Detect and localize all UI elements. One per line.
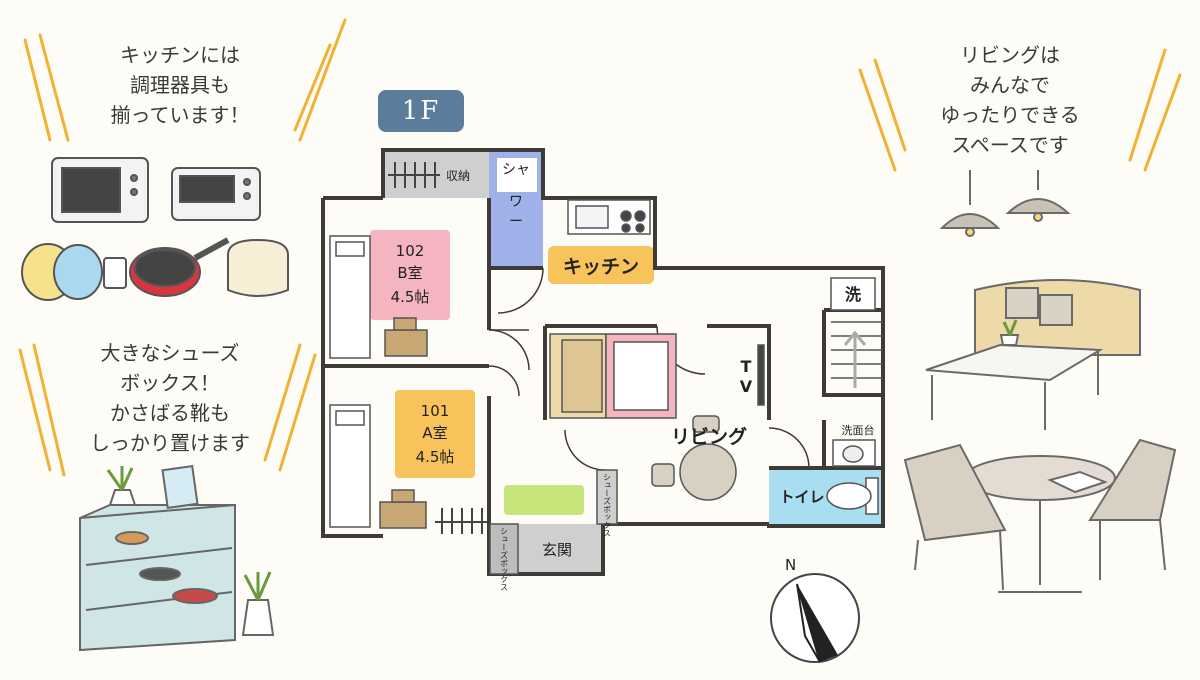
room-a-name: A室 bbox=[422, 424, 447, 442]
toilet-label: トイレ bbox=[779, 488, 824, 506]
kitchen-label: キッチン bbox=[563, 256, 639, 278]
caption-line: みんなで bbox=[970, 73, 1050, 97]
caption-line: スペースです bbox=[951, 133, 1069, 157]
caption-line: リビングは bbox=[960, 43, 1060, 67]
living-furniture-illustration bbox=[903, 170, 1177, 593]
compass-north-label: N bbox=[785, 556, 796, 574]
washbasin-label: 洗面台 bbox=[842, 423, 875, 437]
hanger-rail-icon bbox=[388, 162, 487, 534]
floor-badge: 1F bbox=[378, 90, 464, 132]
room-b-name: B室 bbox=[397, 264, 422, 282]
caption-line: 調理器具も bbox=[130, 73, 230, 97]
living-caption: リビングは みんなで ゆったりできる スペースです bbox=[910, 40, 1110, 160]
shower-label-line3: ー bbox=[509, 214, 523, 230]
storage-label: 収納 bbox=[446, 169, 470, 183]
room-b-number: 102 bbox=[396, 242, 425, 260]
caption-line: キッチンには bbox=[120, 43, 240, 67]
caption-line: ボックス！ bbox=[120, 371, 220, 395]
shoebox-caption: 大きなシューズ ボックス！ かさばる靴も しっかり置けます bbox=[50, 338, 290, 458]
shower-label-line1: シャ bbox=[502, 162, 530, 178]
shower-label-line2: ワ bbox=[509, 194, 523, 210]
kitchen-tag bbox=[548, 246, 654, 284]
entrance-rug bbox=[504, 485, 584, 515]
room-a-tag bbox=[395, 390, 475, 478]
shoebox-label-entrance: シューズボックス bbox=[500, 527, 509, 591]
caption-line: ゆったりできる bbox=[940, 103, 1080, 127]
entrance-label: 玄関 bbox=[542, 541, 572, 559]
room-b-tag bbox=[370, 230, 450, 320]
caption-line: しっかり置けます bbox=[90, 431, 250, 455]
tv-label-line2: V bbox=[740, 377, 753, 396]
caption-line: 大きなシューズ bbox=[100, 341, 240, 365]
shoe-shelf-illustration bbox=[79, 464, 275, 652]
compass-icon bbox=[770, 573, 860, 663]
caption-line: かさばる靴も bbox=[110, 401, 230, 425]
washer-label: 洗 bbox=[845, 285, 861, 304]
living-label: リビング bbox=[671, 425, 747, 448]
shoebox-label-living: シューズボックス bbox=[603, 473, 612, 537]
tv-label-line1: T bbox=[741, 357, 752, 376]
floor-label: 1F bbox=[401, 96, 441, 126]
caption-line: 揃っています！ bbox=[110, 103, 250, 127]
floor-plan-walls bbox=[321, 148, 885, 576]
room-a-number: 101 bbox=[421, 402, 450, 420]
kitchen-caption: キッチンには 調理器具も 揃っています！ bbox=[80, 40, 280, 130]
fixtures bbox=[329, 199, 883, 575]
kitchen-appliances-illustration bbox=[21, 157, 289, 301]
room-b-size: 4.5帖 bbox=[391, 288, 430, 306]
accent-strokes bbox=[18, 18, 1182, 477]
room-a-size: 4.5帖 bbox=[416, 448, 455, 466]
